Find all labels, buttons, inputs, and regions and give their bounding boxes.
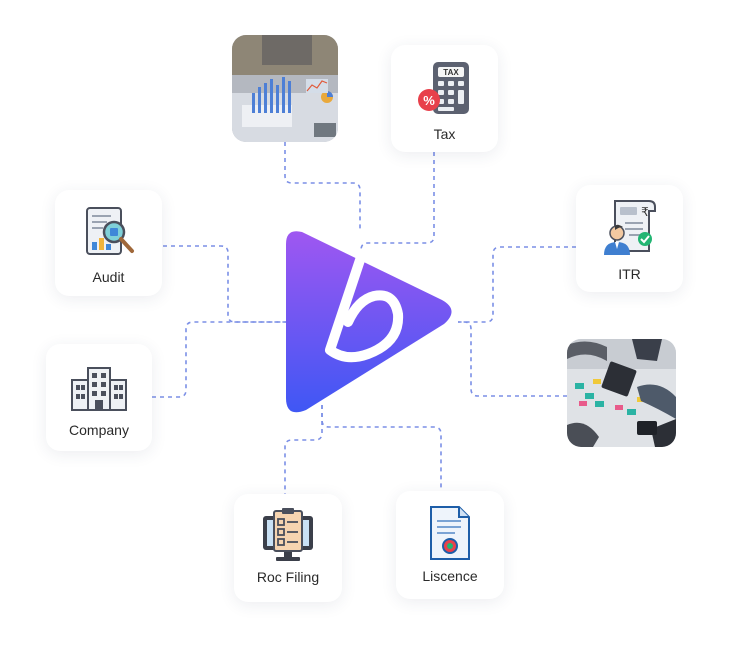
node-tax[interactable]: TAX % Tax <box>391 45 498 152</box>
node-label: Tax <box>433 126 456 142</box>
node-company[interactable]: Company <box>46 344 152 451</box>
licence-certificate-icon <box>430 506 470 560</box>
calculator-tax-icon: TAX % <box>417 62 469 114</box>
node-itr[interactable]: ₹ ITR <box>576 185 683 292</box>
analytics-charts-photo <box>232 35 338 142</box>
play-triangle-shape <box>286 231 452 413</box>
svg-text:%: % <box>423 93 435 108</box>
itr-rupee-document-icon: ₹ <box>603 200 656 255</box>
node-audit[interactable]: Audit <box>55 190 162 296</box>
node-label: ITR <box>618 266 641 282</box>
node-licence[interactable]: Liscence <box>396 491 504 599</box>
office-building-icon <box>71 367 127 411</box>
node-label: Audit <box>92 269 125 285</box>
svg-text:TAX: TAX <box>443 68 459 77</box>
node-roc-filing[interactable]: Roc Filing <box>234 494 342 602</box>
central-logo <box>286 231 452 413</box>
letter-b-glyph <box>325 249 404 363</box>
team-meeting-photo <box>567 339 676 447</box>
audit-report-magnifier-icon <box>85 207 134 255</box>
roc-filing-checklist-monitor-icon <box>263 508 313 561</box>
node-label: Roc Filing <box>256 569 320 585</box>
node-label: Company <box>69 422 129 438</box>
svg-text:₹: ₹ <box>641 205 649 219</box>
node-label: Liscence <box>422 568 478 584</box>
